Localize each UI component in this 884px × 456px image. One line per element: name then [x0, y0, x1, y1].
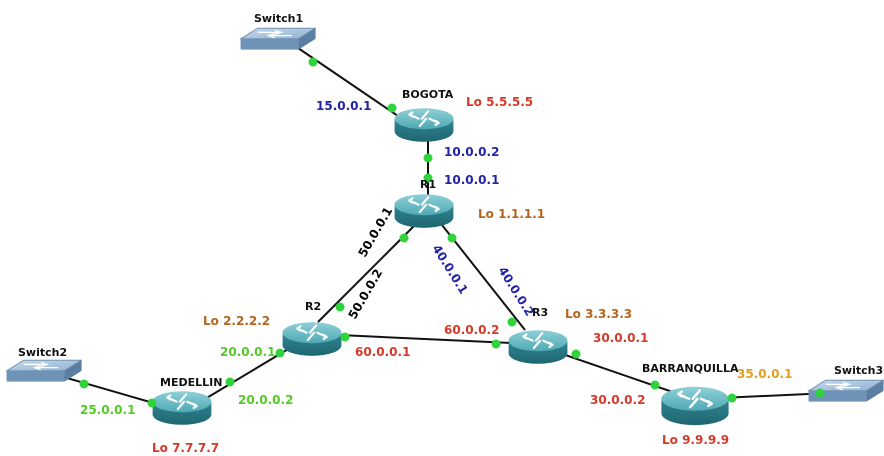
link-r3-barranquilla [544, 347, 691, 399]
loopback-label: Lo 3.3.3.3 [565, 307, 632, 321]
ip-label: 35.0.0.1 [737, 367, 792, 381]
port-dot [423, 173, 433, 183]
router-bogota-icon[interactable] [393, 107, 455, 143]
port-dot [727, 393, 737, 403]
switch1-icon[interactable] [239, 27, 316, 51]
port-dot [399, 233, 409, 243]
router-medellin-icon[interactable] [151, 390, 213, 426]
ip-label: 15.0.0.1 [316, 99, 371, 113]
device-names: Switch1 BOGOTA R1 R2 R3 MEDELLIN BARRANQ… [18, 12, 883, 389]
link-r1-r2 [317, 224, 416, 323]
port-dot [335, 302, 345, 312]
loopback-label: Lo 7.7.7.7 [152, 441, 219, 455]
loopback-label: Lo 1.1.1.1 [478, 207, 545, 221]
router-r3-icon[interactable] [507, 329, 569, 365]
ip-label: 40.0.0.2 [495, 264, 536, 318]
port-dot [571, 349, 581, 359]
ip-label: 30.0.0.2 [590, 393, 645, 407]
router-r1-icon[interactable] [393, 193, 455, 229]
port-dot [650, 380, 660, 390]
ip-label: 25.0.0.1 [80, 403, 135, 417]
bogota-label: BOGOTA [402, 88, 454, 101]
ip-label: 60.0.0.2 [444, 323, 499, 337]
port-dot [147, 398, 157, 408]
port-dot [447, 233, 457, 243]
ip-label: 10.0.0.2 [444, 145, 499, 159]
links-layer [59, 47, 853, 403]
router-r2-icon[interactable] [281, 321, 343, 357]
ip-label: 20.0.0.1 [220, 345, 275, 359]
port-dot [275, 348, 285, 358]
medellin-label: MEDELLIN [160, 376, 222, 389]
ip-label: 10.0.0.1 [444, 173, 499, 187]
barranquilla-label: BARRANQUILLA [642, 362, 739, 375]
r2-label: R2 [305, 300, 321, 313]
router-barranquilla-icon[interactable] [660, 385, 730, 427]
port-dot [225, 377, 235, 387]
port-dot [507, 317, 517, 327]
ip-label: 20.0.0.2 [238, 393, 293, 407]
port-dot [423, 153, 433, 163]
switch2-label: Switch2 [18, 346, 67, 359]
port-dot [491, 339, 501, 349]
r3-label: R3 [532, 306, 548, 319]
loopback-label: Lo 5.5.5.5 [466, 95, 533, 109]
switch3-label: Switch3 [834, 364, 883, 377]
port-dot [387, 103, 397, 113]
port-dot [340, 332, 350, 342]
port-dot [815, 388, 825, 398]
ip-label: 30.0.0.1 [593, 331, 648, 345]
link-medellin-switch2 [59, 375, 151, 403]
loopback-label: Lo 9.9.9.9 [662, 433, 729, 447]
port-dots [79, 57, 825, 408]
switch1-label: Switch1 [254, 12, 303, 25]
ip-label: 60.0.0.1 [355, 345, 410, 359]
r1-label: R1 [420, 178, 436, 191]
loopback-label: Lo 2.2.2.2 [203, 314, 270, 328]
port-dot [79, 379, 89, 389]
ip-label: 40.0.0.1 [429, 242, 470, 296]
link-r1-r3 [441, 224, 526, 331]
port-dot [308, 57, 318, 67]
